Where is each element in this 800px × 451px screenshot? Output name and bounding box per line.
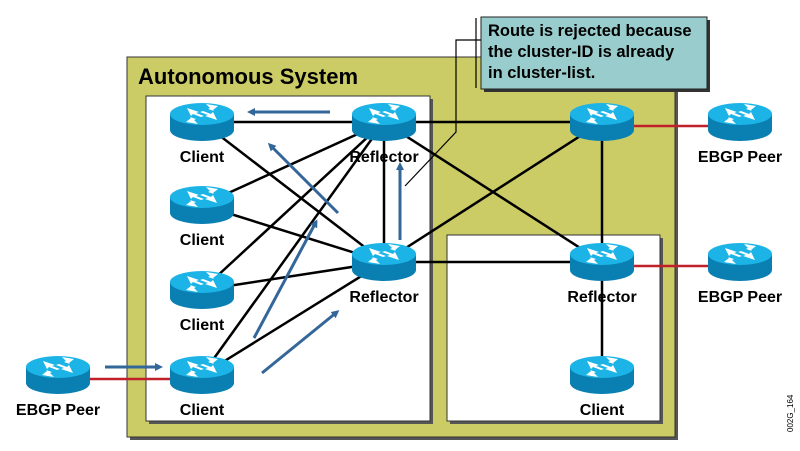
link-c3-r1 <box>201 121 385 291</box>
callout-line-3: in cluster-list. <box>488 64 595 82</box>
router-icon <box>570 243 634 281</box>
link-c1-r2 <box>201 121 385 263</box>
figure-id: 002G_164 <box>786 394 795 432</box>
router-non-client-n1 <box>570 103 634 141</box>
link-c2-r1 <box>201 120 385 207</box>
router-label: EBGP Peer <box>698 149 782 166</box>
router-client-c5: Client <box>570 356 634 419</box>
router-reflector-r3: Reflector <box>567 243 637 306</box>
router-icon <box>170 356 234 394</box>
router-icon <box>570 356 634 394</box>
router-icon <box>708 243 772 281</box>
router-label: Reflector <box>349 149 418 166</box>
router-label: Reflector <box>567 289 636 306</box>
router-client-c1: Client <box>170 103 234 166</box>
callout-box <box>480 16 708 90</box>
update-arrow-c4-r1 <box>261 310 340 375</box>
router-icon <box>352 103 416 141</box>
router-ebgp-peer-e3: EBGP Peer <box>698 243 782 306</box>
router-client-c4: Client <box>170 356 234 419</box>
router-icon <box>708 103 772 141</box>
arrows-layer <box>105 108 404 375</box>
router-icon <box>352 243 416 281</box>
router-label: Client <box>180 317 225 334</box>
router-label: Client <box>180 232 225 249</box>
link-c4-r1 <box>200 121 386 376</box>
callout-leader <box>404 18 490 187</box>
router-label: EBGP Peer <box>698 289 782 306</box>
router-icon <box>570 103 634 141</box>
router-label: Client <box>180 149 225 166</box>
link-r2-n1 <box>383 120 603 264</box>
router-icon <box>170 186 234 224</box>
routers-layer: ClientClientClientClientReflectorReflect… <box>16 103 782 419</box>
link-c4-r2 <box>201 260 385 377</box>
router-label: EBGP Peer <box>16 402 100 419</box>
router-client-c2: Client <box>170 186 234 249</box>
update-arrow-c4-r2 <box>252 219 318 339</box>
router-icon <box>170 271 234 309</box>
callout-line-2: the cluster-ID is already <box>488 43 675 61</box>
router-icon <box>26 356 90 394</box>
router-label: Client <box>580 402 625 419</box>
router-icon <box>170 103 234 141</box>
router-reflector-r1: Reflector <box>349 103 419 166</box>
router-reflector-r2: Reflector <box>349 243 419 306</box>
callout: Route is rejected because the cluster-ID… <box>480 16 710 92</box>
router-label: Reflector <box>349 289 418 306</box>
router-client-c3: Client <box>170 271 234 334</box>
callout-line-1: Route is rejected because <box>488 22 692 40</box>
router-ebgp-peer-e2: EBGP Peer <box>698 103 782 166</box>
update-arrow-r2-c1 <box>267 142 340 215</box>
autonomous-system-title: Autonomous System <box>138 64 358 89</box>
router-ebgp-peer-e1: EBGP Peer <box>16 356 100 419</box>
router-label: Client <box>180 402 225 419</box>
